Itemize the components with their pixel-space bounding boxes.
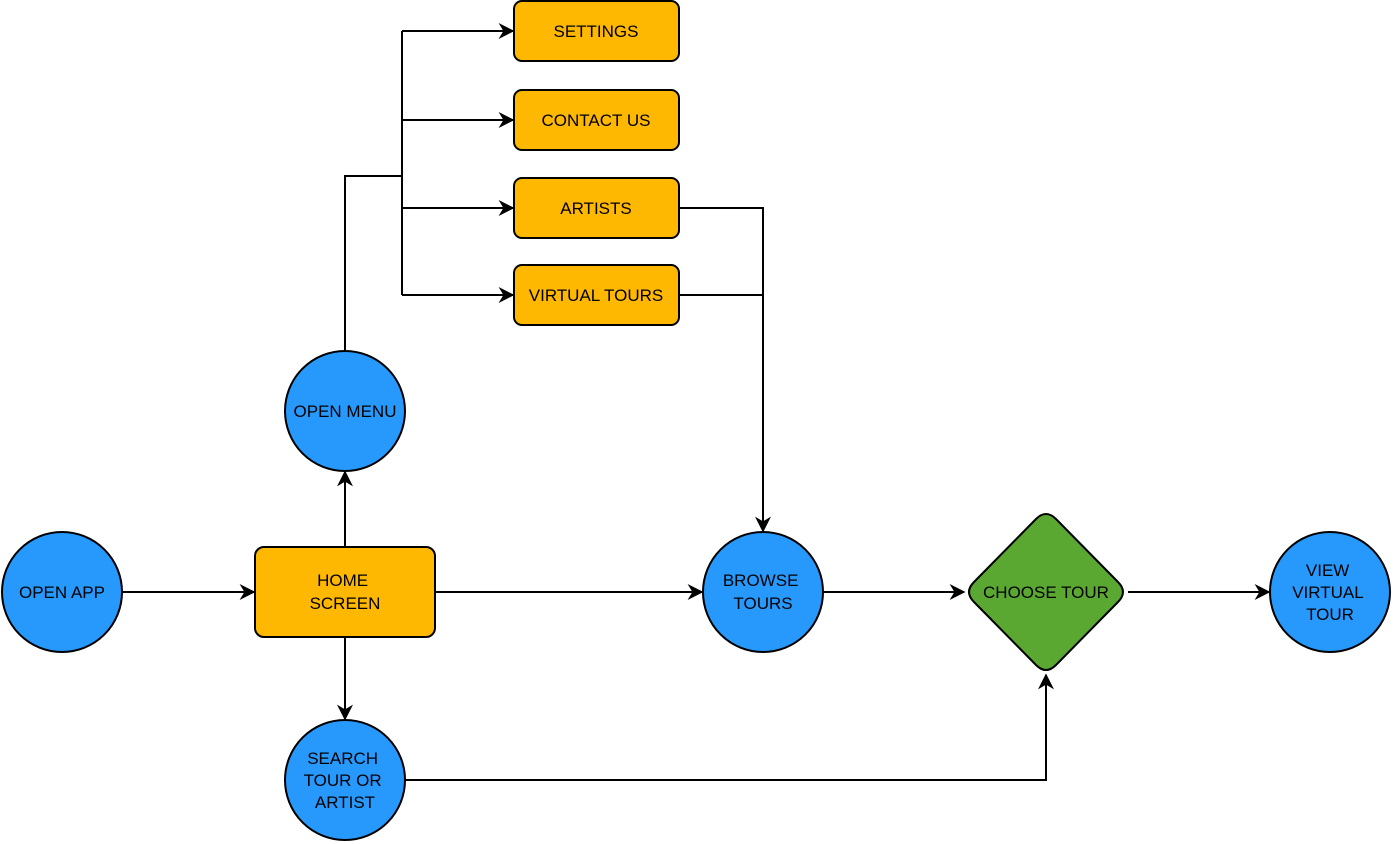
node-view-virtual-tour: VIEW VIRTUAL TOUR xyxy=(1269,531,1391,653)
node-shape xyxy=(1,531,123,653)
node-shape xyxy=(968,513,1124,671)
node-label: CONTACT US xyxy=(542,111,651,130)
edge-menu-trunk xyxy=(344,175,402,350)
edges xyxy=(122,23,1271,781)
node-browse-tours: BROWSE TOURS xyxy=(702,531,824,653)
node-virtual-tours: VIRTUAL TOURS xyxy=(513,264,680,326)
node-settings: SETTINGS xyxy=(513,0,680,62)
node-label: SEARCH TOUR OR ARTIST xyxy=(304,749,387,812)
node-label: OPEN MENU xyxy=(294,402,397,421)
node-label: OPEN APP xyxy=(19,583,105,602)
node-label: VIEW VIRTUAL TOUR xyxy=(1292,561,1368,624)
node-label: BROWSE TOURS xyxy=(723,571,803,613)
node-label: CHOOSE TOUR xyxy=(983,583,1109,602)
node-label: ARTISTS xyxy=(560,199,631,218)
node-shape xyxy=(513,0,680,62)
edge-search-to-choose xyxy=(406,673,1054,781)
node-open-app: OPEN APP xyxy=(1,531,123,653)
node-shape xyxy=(513,177,680,239)
node-shape xyxy=(702,531,824,653)
node-shape xyxy=(513,89,680,151)
edge-artists-to-browse xyxy=(680,207,771,533)
node-shape xyxy=(254,546,436,638)
node-shape xyxy=(284,350,406,472)
node-label: SETTINGS xyxy=(553,22,638,41)
node-label: HOME SCREEN xyxy=(310,571,381,613)
node-artists: ARTISTS xyxy=(513,177,680,239)
node-choose-tour: CHOOSE TOUR xyxy=(968,513,1124,671)
node-shape xyxy=(284,719,406,841)
node-label: VIRTUAL TOURS xyxy=(529,286,663,305)
node-search-tour-or-artist: SEARCH TOUR OR ARTIST xyxy=(284,719,406,841)
node-shape xyxy=(1269,531,1391,653)
node-shape xyxy=(513,264,680,326)
node-home-screen: HOME SCREEN xyxy=(254,546,436,638)
node-contact-us: CONTACT US xyxy=(513,89,680,151)
node-open-menu: OPEN MENU xyxy=(284,350,406,472)
